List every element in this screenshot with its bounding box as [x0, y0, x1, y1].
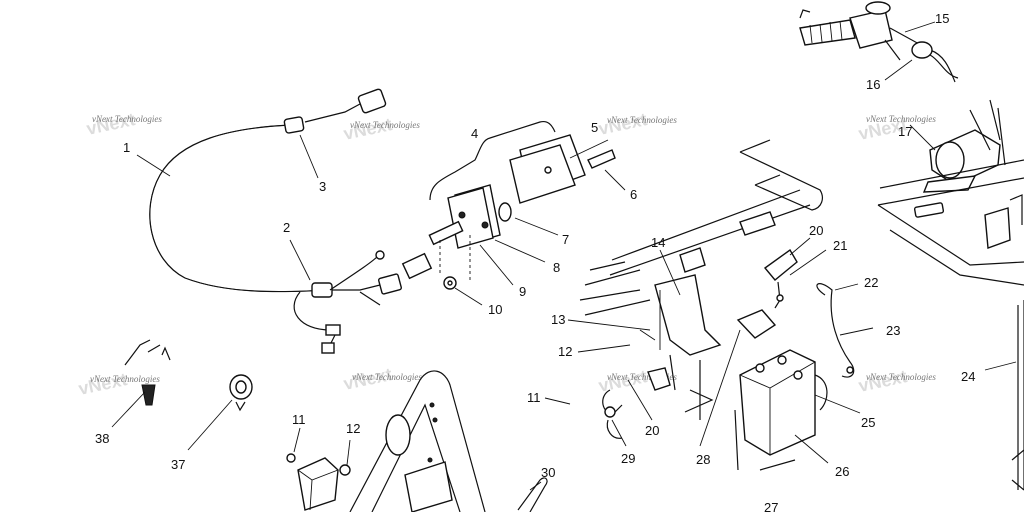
tail-light-assembly — [401, 120, 616, 290]
watermark-text: vNext Technologies — [866, 114, 936, 124]
callout-12: 12 — [558, 344, 572, 359]
callout-4: 4 — [471, 126, 478, 141]
callout-20: 20 — [645, 423, 659, 438]
callout-3: 3 — [319, 179, 326, 194]
horn — [922, 99, 1006, 193]
watermark-text: vNext Technologies — [607, 115, 677, 125]
watermark-text: vNext Technologies — [90, 374, 160, 384]
callout-13: 13 — [551, 312, 565, 327]
watermark-text: vNext Technologies — [92, 114, 162, 124]
callout-24: 24 — [961, 369, 975, 384]
callout-1: 1 — [123, 140, 130, 155]
callout-30: 30 — [541, 465, 555, 480]
callout-15: 15 — [935, 11, 949, 26]
battery — [734, 248, 828, 471]
callout-28: 28 — [696, 452, 710, 467]
bottom-frame-plate — [349, 370, 548, 512]
wiring-harness — [149, 88, 402, 354]
callout-16: 16 — [866, 77, 880, 92]
rear-frame — [877, 159, 1024, 491]
callout-9: 9 — [519, 284, 526, 299]
callout-25: 25 — [861, 415, 875, 430]
callout-6: 6 — [630, 187, 637, 202]
callout-12: 12 — [346, 421, 360, 436]
callout-17: 17 — [898, 124, 912, 139]
watermark-text: vNext Technologies — [350, 120, 420, 130]
callout-26: 26 — [835, 464, 849, 479]
callout-20: 20 — [809, 223, 823, 238]
handlebar-switch — [799, 1, 959, 83]
leader-lines — [111, 21, 1017, 491]
callout-11: 11 — [292, 412, 306, 427]
watermark-text: vNext Technologies — [866, 372, 936, 382]
callout-7: 7 — [562, 232, 569, 247]
callout-5: 5 — [591, 120, 598, 135]
callout-labels: 1 2 3 4 5 6 7 8 9 10 11 11 12 12 13 14 1… — [95, 11, 975, 512]
callout-27: 27 — [764, 500, 778, 512]
watermarks: vNext vNext Technologies vNext vNext Tec… — [77, 109, 937, 399]
watermark-text: vNext Technologies — [352, 372, 422, 382]
frame — [579, 139, 823, 439]
callout-38: 38 — [95, 431, 109, 446]
callout-21: 21 — [833, 238, 847, 253]
callout-14: 14 — [651, 235, 665, 250]
battery-cable — [816, 283, 855, 378]
callout-22: 22 — [864, 275, 878, 290]
callout-8: 8 — [553, 260, 560, 275]
relay-module — [286, 453, 351, 511]
callout-37: 37 — [171, 457, 185, 472]
callout-11: 11 — [527, 390, 541, 405]
callout-29: 29 — [621, 451, 635, 466]
watermark-text: vNext Technologies — [607, 372, 677, 382]
callout-10: 10 — [488, 302, 502, 317]
callout-23: 23 — [886, 323, 900, 338]
callout-2: 2 — [283, 220, 290, 235]
small-parts — [124, 339, 253, 412]
